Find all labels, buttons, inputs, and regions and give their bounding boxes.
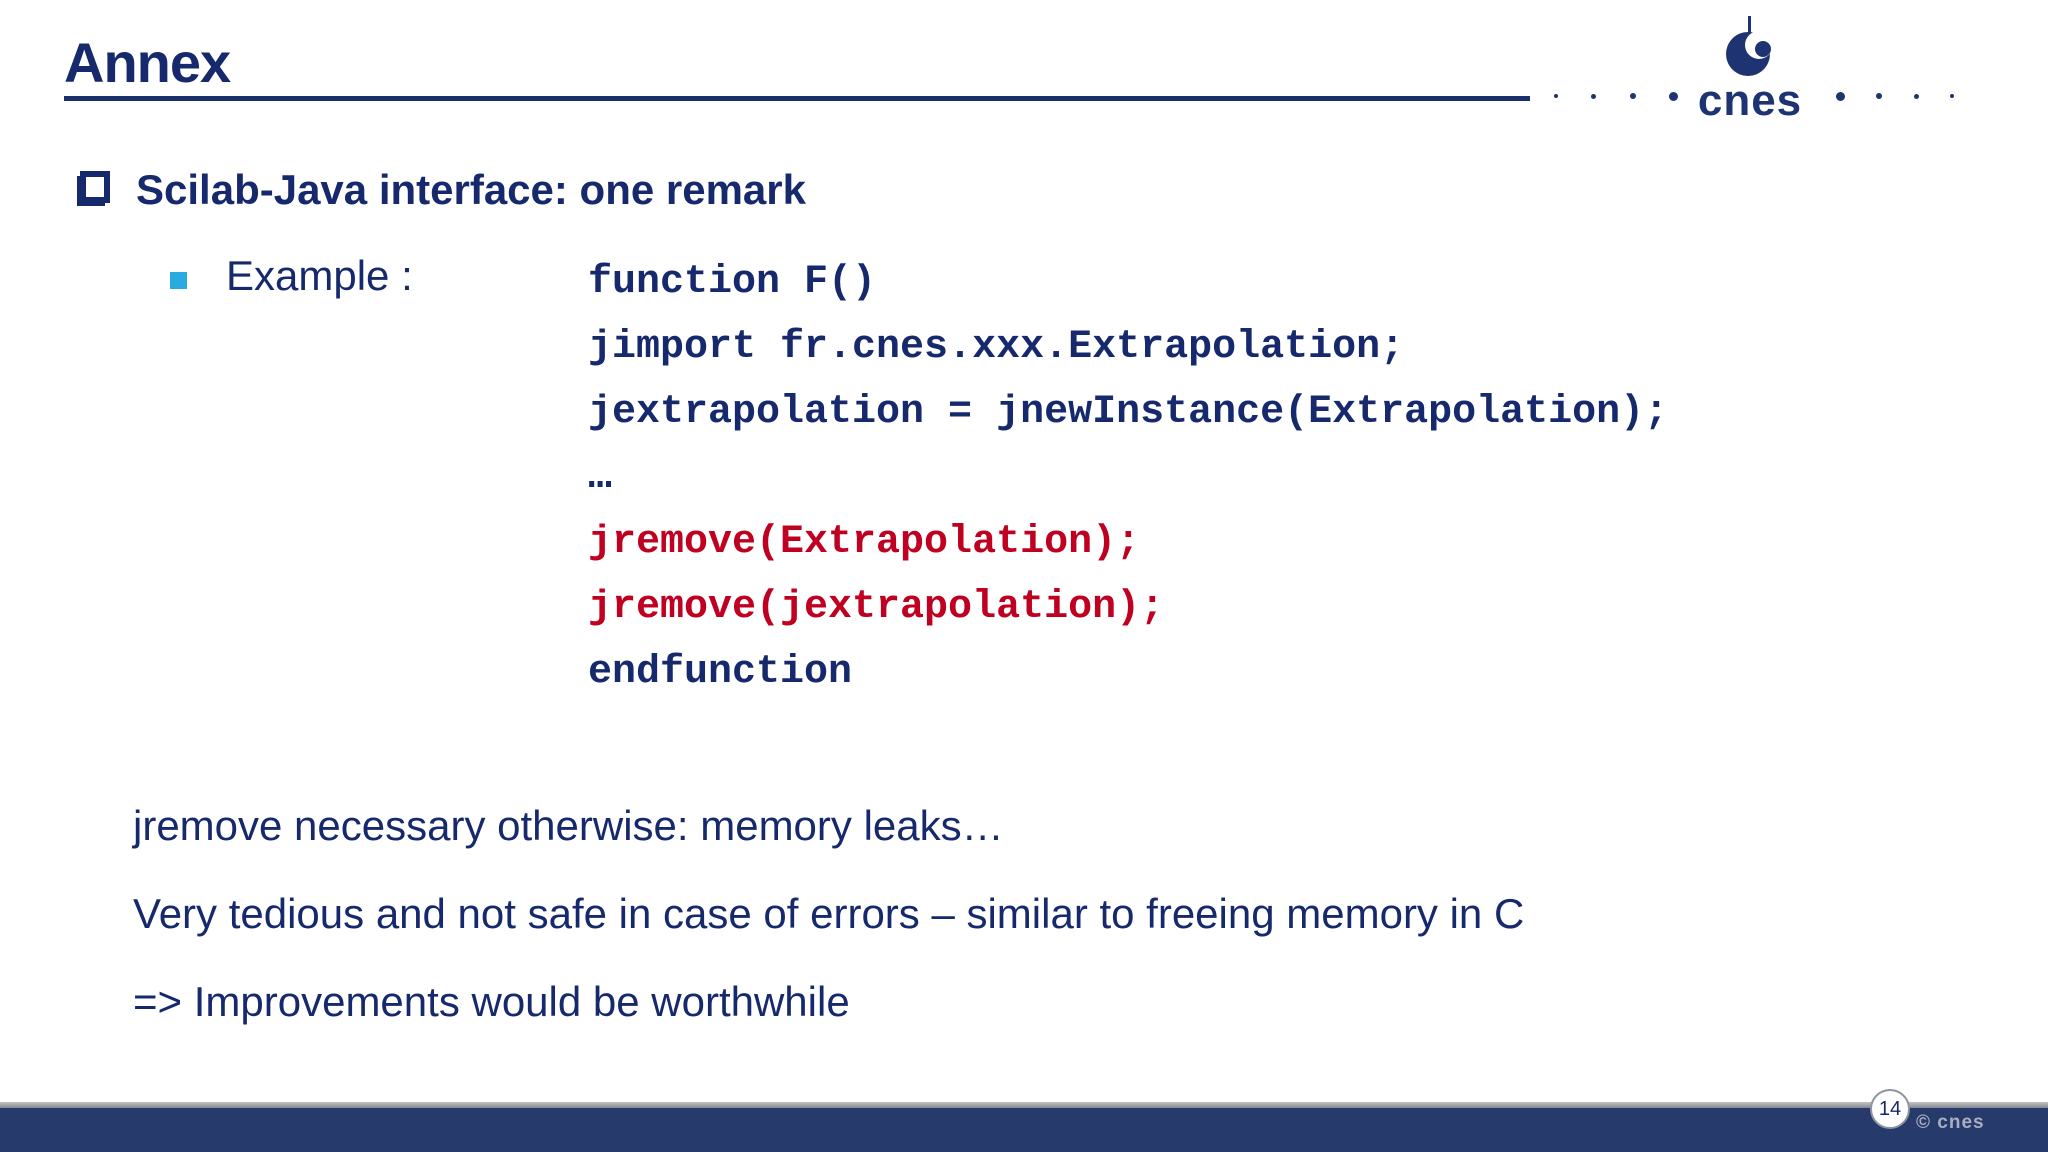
note-line: Very tedious and not safe in case of err…: [133, 890, 1525, 937]
slide-title: Annex: [64, 31, 231, 94]
code-line: …: [588, 455, 613, 500]
note-line: jremove necessary otherwise: memory leak…: [133, 802, 1004, 849]
code-line: endfunction: [588, 650, 853, 695]
section-heading-row: Scilab-Java interface: one remark: [80, 166, 806, 214]
square-bullet-icon: [170, 272, 187, 289]
notes-block: jremove necessary otherwise: memory leak…: [133, 782, 1524, 1046]
code-line-highlight: jremove(Extrapolation);: [588, 520, 1141, 565]
note-line: => Improvements would be worthwhile: [133, 978, 850, 1025]
cnes-logo-icon: [1726, 16, 1773, 76]
copyright-label: © cnes: [1916, 1112, 1985, 1133]
checkbox-bullet-icon: [80, 171, 110, 203]
title-rule: [64, 96, 1530, 101]
example-label: Example :: [226, 252, 413, 299]
footer-separator: [0, 1102, 2048, 1108]
cnes-logo-wordmark: cnes: [1697, 76, 1803, 125]
code-line-highlight: jremove(jextrapolation);: [588, 585, 1165, 630]
cnes-logo: cnes: [1550, 16, 1990, 125]
logo-dots-right: [1836, 88, 1954, 104]
code-line: function F(): [588, 260, 877, 305]
page-number: 14: [1878, 1097, 1902, 1120]
page-number-badge: 14: [1870, 1089, 1910, 1129]
code-line: jimport fr.cnes.xxx.Extrapolation;: [588, 325, 1405, 370]
code-line: jextrapolation = jnewInstance(Extrapolat…: [588, 390, 1669, 435]
logo-dots-left: [1554, 88, 1678, 104]
footer-bar: [0, 1108, 2048, 1152]
code-block: function F() jimport fr.cnes.xxx.Extrapo…: [588, 250, 1668, 705]
section-heading: Scilab-Java interface: one remark: [136, 166, 806, 213]
